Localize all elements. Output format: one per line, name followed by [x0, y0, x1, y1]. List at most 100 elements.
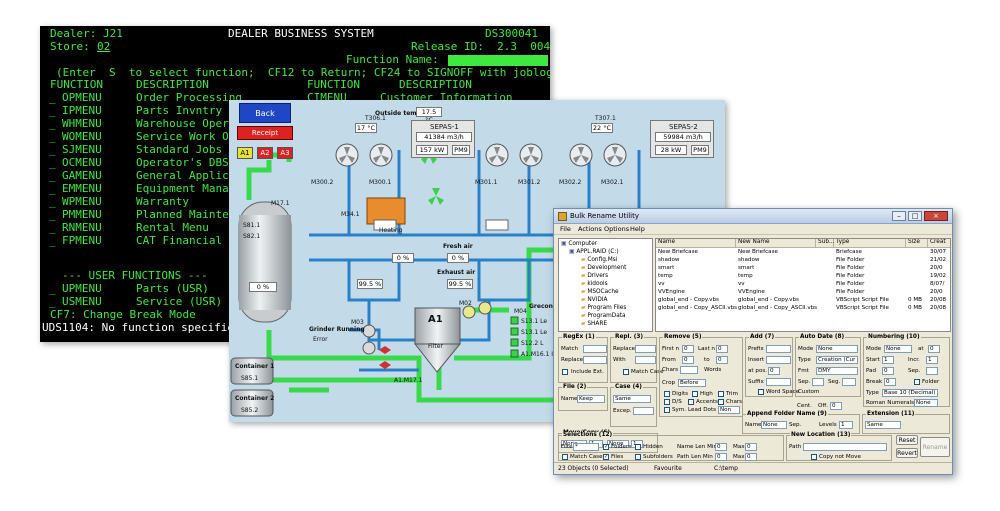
- menu-file[interactable]: File: [560, 225, 571, 233]
- folder-checkbox[interactable]: [914, 379, 920, 385]
- column-header[interactable]: Sub...: [816, 239, 835, 248]
- roman-select[interactable]: None: [914, 399, 938, 407]
- tree-item[interactable]: ▰ SHARE: [581, 321, 607, 327]
- sym-checkbox[interactable]: [664, 407, 670, 413]
- word-space-checkbox[interactable]: [758, 389, 764, 395]
- select-field[interactable]: _: [49, 117, 56, 130]
- menu-code[interactable]: WPMENU: [62, 195, 102, 208]
- alarm-a1-button[interactable]: A1: [237, 147, 253, 159]
- date-mode-select[interactable]: None: [816, 345, 858, 353]
- menu-help[interactable]: Help: [630, 225, 645, 233]
- column-header[interactable]: Creat: [928, 239, 950, 248]
- column-header[interactable]: Type: [834, 239, 906, 248]
- regex-match-input[interactable]: [583, 345, 607, 353]
- select-field[interactable]: _: [49, 182, 56, 195]
- file-cell-name[interactable]: smart: [658, 265, 675, 271]
- num-start-input[interactable]: 1: [882, 356, 894, 364]
- num-type-select[interactable]: Base 10 (Decimal): [882, 389, 938, 397]
- insert-input[interactable]: [766, 356, 791, 364]
- menu-code[interactable]: OCMENU: [62, 156, 102, 169]
- from-input[interactable]: 0: [682, 356, 694, 364]
- tree-item[interactable]: ▣ APPL.RAID (C:): [569, 249, 619, 255]
- num-at-input[interactable]: 0: [928, 345, 940, 353]
- prefix-input[interactable]: [766, 345, 791, 353]
- new-location-path-input[interactable]: [803, 443, 887, 451]
- menu-code[interactable]: WHMENU: [62, 117, 102, 130]
- file-list[interactable]: Name New Name Sub... Type Size Creat New…: [655, 238, 951, 332]
- date-sep-input[interactable]: [812, 378, 824, 386]
- tree-item[interactable]: ▰ Development: [581, 265, 626, 271]
- file-name-select[interactable]: Keep: [577, 395, 605, 403]
- first-n-input[interactable]: 0: [682, 345, 694, 353]
- lead-dots-select[interactable]: Non: [718, 406, 740, 414]
- num-break-input[interactable]: 0: [884, 378, 896, 386]
- user-menu-code[interactable]: UPMENU: [62, 282, 102, 295]
- digits-checkbox[interactable]: [664, 391, 670, 397]
- path-len-max-input[interactable]: 0: [745, 453, 757, 461]
- select-field[interactable]: _: [49, 208, 56, 221]
- file-cell-name[interactable]: shadow: [658, 257, 680, 263]
- column-header[interactable]: Name: [656, 239, 736, 248]
- back-button[interactable]: Back: [239, 103, 291, 123]
- name-len-min-input[interactable]: 0: [715, 443, 727, 451]
- reset-button[interactable]: Reset: [896, 435, 918, 445]
- menu-code[interactable]: GAMENU: [62, 169, 102, 182]
- folders-checkbox[interactable]: ✓: [603, 444, 609, 450]
- folder-tree[interactable]: ▣ Computer ▣ APPL.RAID (C:) ▰ Config.Msi ▰ …: [558, 238, 653, 332]
- function-name-input[interactable]: [448, 55, 548, 66]
- tree-item[interactable]: ▰ Config.Msi: [581, 257, 617, 263]
- date-type-select[interactable]: Creation (Cur: [816, 356, 858, 364]
- menu-code[interactable]: PMMENU: [62, 208, 102, 221]
- menu-code[interactable]: OPMENU: [62, 91, 102, 104]
- column-header[interactable]: Size: [906, 239, 928, 248]
- name-len-max-input[interactable]: 0: [745, 443, 757, 451]
- tree-item[interactable]: ▰ ProgramData: [581, 313, 626, 319]
- alarm-a2-button[interactable]: A2: [257, 147, 273, 159]
- menu-code[interactable]: FPMENU: [62, 234, 102, 247]
- file-cell-name[interactable]: VVEngine: [658, 289, 685, 295]
- trim-checkbox[interactable]: [718, 391, 724, 397]
- minimize-button[interactable]: –: [892, 211, 906, 221]
- tree-item[interactable]: ▰ Drivers: [581, 273, 608, 279]
- column-header[interactable]: New Name: [736, 239, 816, 248]
- menu-code[interactable]: WOMENU: [62, 130, 102, 143]
- high-checkbox[interactable]: [692, 391, 698, 397]
- select-field[interactable]: _: [49, 195, 56, 208]
- tree-item[interactable]: ▣ Computer: [561, 241, 597, 247]
- repl-replace-input[interactable]: [635, 345, 656, 353]
- num-sep-input[interactable]: [926, 367, 938, 375]
- files-checkbox[interactable]: ✓: [603, 454, 609, 460]
- file-cell-name[interactable]: global_end - Copy.vbs: [658, 297, 719, 303]
- file-cell-name[interactable]: New Briefcase: [658, 249, 698, 255]
- select-field[interactable]: _: [49, 221, 56, 234]
- at-pos-input[interactable]: 0: [768, 367, 780, 375]
- menu-actions[interactable]: Actions: [578, 225, 602, 233]
- af-name-select[interactable]: None: [761, 421, 787, 429]
- tree-item[interactable]: ▰ Program Files: [581, 305, 626, 311]
- ds-checkbox[interactable]: [664, 399, 670, 405]
- match-case-2-checkbox[interactable]: [562, 454, 568, 460]
- except-input[interactable]: [633, 407, 654, 415]
- revert-button[interactable]: Revert: [896, 448, 918, 458]
- receipt-button[interactable]: Receipt: [237, 126, 293, 140]
- num-incr-input[interactable]: 1: [926, 356, 938, 364]
- select-field[interactable]: _: [49, 104, 56, 117]
- menu-code[interactable]: RNMENU: [62, 221, 102, 234]
- file-cell-name[interactable]: vv: [658, 281, 665, 287]
- tree-item[interactable]: ▰ kidools: [581, 281, 608, 287]
- suffix-input[interactable]: [766, 378, 791, 386]
- subfolders-checkbox[interactable]: [635, 454, 641, 460]
- select-field[interactable]: _: [49, 169, 56, 182]
- title-bar[interactable]: Bulk Rename Utility – □ ×: [554, 209, 952, 224]
- case-select[interactable]: Same: [613, 395, 651, 403]
- date-format-select[interactable]: DMY: [816, 367, 858, 375]
- date-seg-input[interactable]: [842, 378, 856, 386]
- tree-item[interactable]: ▰ NVIDIA: [581, 297, 607, 303]
- match-case-checkbox[interactable]: [623, 369, 629, 375]
- menu-code[interactable]: IPMENU: [62, 104, 102, 117]
- chars-input[interactable]: [680, 366, 698, 374]
- last-n-input[interactable]: 0: [716, 345, 728, 353]
- maximize-button[interactable]: □: [908, 211, 922, 221]
- num-pad-input[interactable]: 0: [882, 367, 894, 375]
- menu-options[interactable]: Options: [604, 225, 630, 233]
